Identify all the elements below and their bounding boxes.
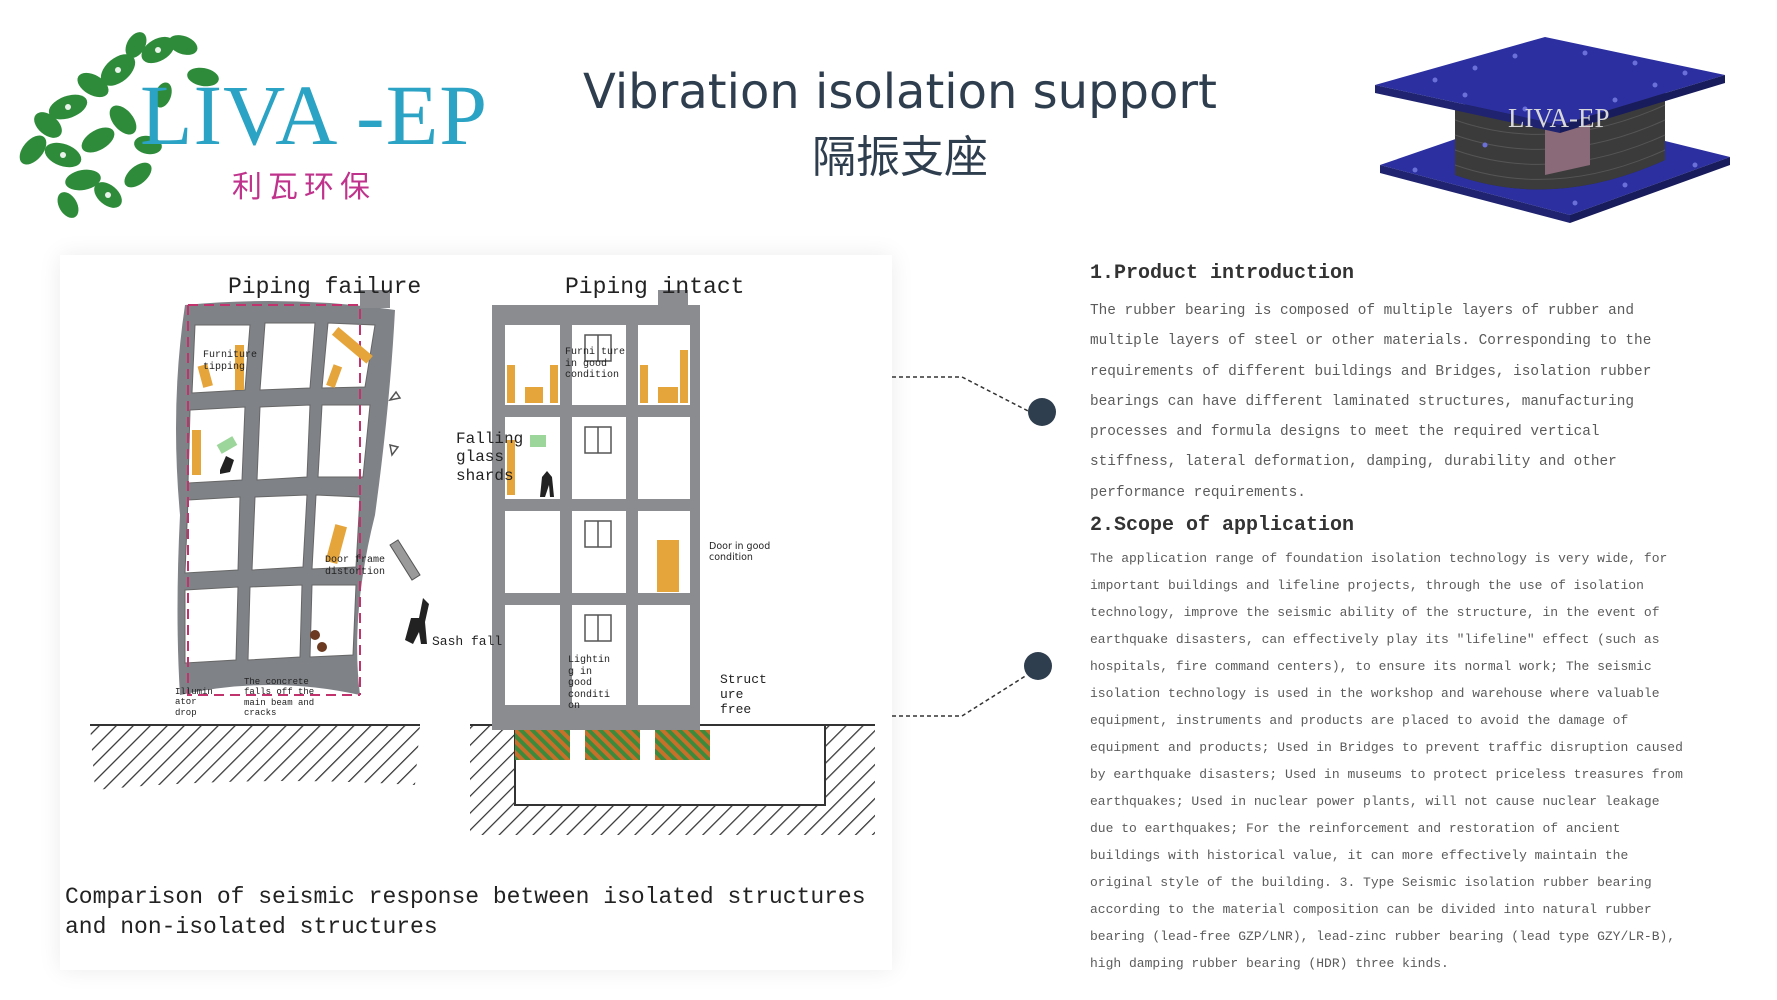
- section-heading-intro: 1.Product introduction: [1090, 262, 1355, 285]
- label-concrete-falls: The concrete falls off the main beam and…: [244, 677, 315, 719]
- label-furniture-tipping: Furniture tipping: [203, 350, 258, 373]
- bullet-dot-intro: [1028, 398, 1056, 426]
- label-lighting-good: Lightin g in good conditi on: [568, 655, 611, 712]
- bearing-brand-label: LIVA-EP: [1508, 103, 1610, 133]
- label-structure-free: Struct ure free: [720, 672, 767, 717]
- label-door-frame: Door frame distortion: [325, 555, 386, 578]
- label-door-good: Door in good condition: [709, 541, 771, 563]
- label-falling-glass: Falling glass shards: [456, 430, 524, 485]
- rubber-bearing-icon: [1375, 37, 1730, 223]
- section-heading-scope: 2.Scope of application: [1090, 514, 1355, 537]
- label-sash-fall: Sash fall: [432, 634, 503, 649]
- label-furniture-good: Furni ture in good condition: [565, 347, 626, 381]
- page-title-chinese: 隔振支座: [812, 132, 988, 183]
- logo-chinese-text: 利瓦环保: [232, 170, 376, 205]
- figure-title-intact: Piping intact: [565, 274, 745, 300]
- section-body-intro: The rubber bearing is composed of multip…: [1090, 303, 1652, 501]
- bullet-dot-scope: [1024, 652, 1052, 680]
- connector-lines: [892, 376, 1056, 717]
- page-title: Vibration isolation support: [583, 64, 1217, 120]
- logo-leaves-icon: [19, 32, 219, 218]
- section-body-scope: The application range of foundation isol…: [1090, 551, 1683, 971]
- label-illuminator-drop: Illumin ator drop: [175, 687, 213, 718]
- logo-text: LIVA -EP: [140, 67, 489, 163]
- figure-caption: Comparison of seismic response between i…: [65, 884, 866, 940]
- figure-title-failure: Piping failure: [228, 274, 422, 300]
- comparison-figure: Piping failure Piping intact Furniture t…: [60, 255, 892, 970]
- building-illustration-icon: [90, 290, 875, 835]
